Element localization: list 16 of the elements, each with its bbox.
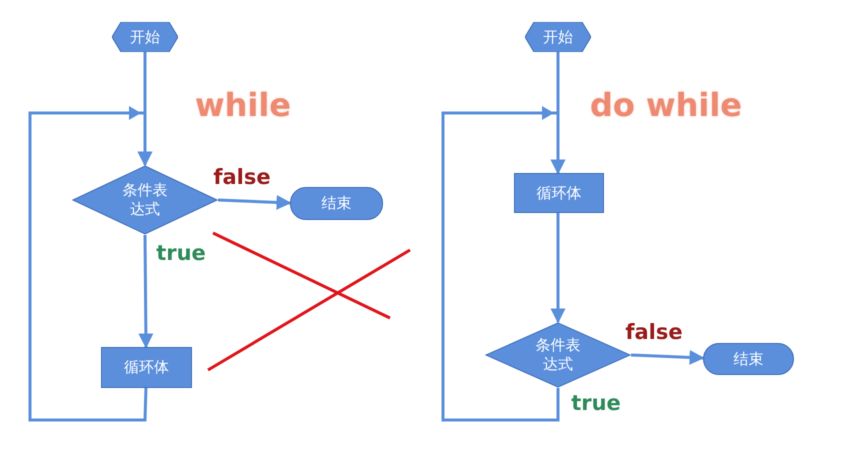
loop-title: do while <box>590 86 742 124</box>
end-terminal <box>703 343 794 375</box>
start-terminal <box>525 22 591 52</box>
node-text: 开始 <box>130 28 160 46</box>
node-text: 结束 <box>322 194 352 213</box>
node-text: 条件表达式 <box>122 181 168 219</box>
start-terminal <box>112 22 178 52</box>
node-text: 条件表达式 <box>534 336 582 374</box>
end-terminal <box>290 187 383 220</box>
node-text: 循环体 <box>124 358 169 377</box>
node-text: 循环体 <box>536 184 582 202</box>
node-text: 结束 <box>734 350 764 368</box>
node-text: 开始 <box>543 28 573 46</box>
process-box <box>101 347 192 388</box>
process-box <box>514 173 604 213</box>
loop-title: while <box>195 86 291 124</box>
